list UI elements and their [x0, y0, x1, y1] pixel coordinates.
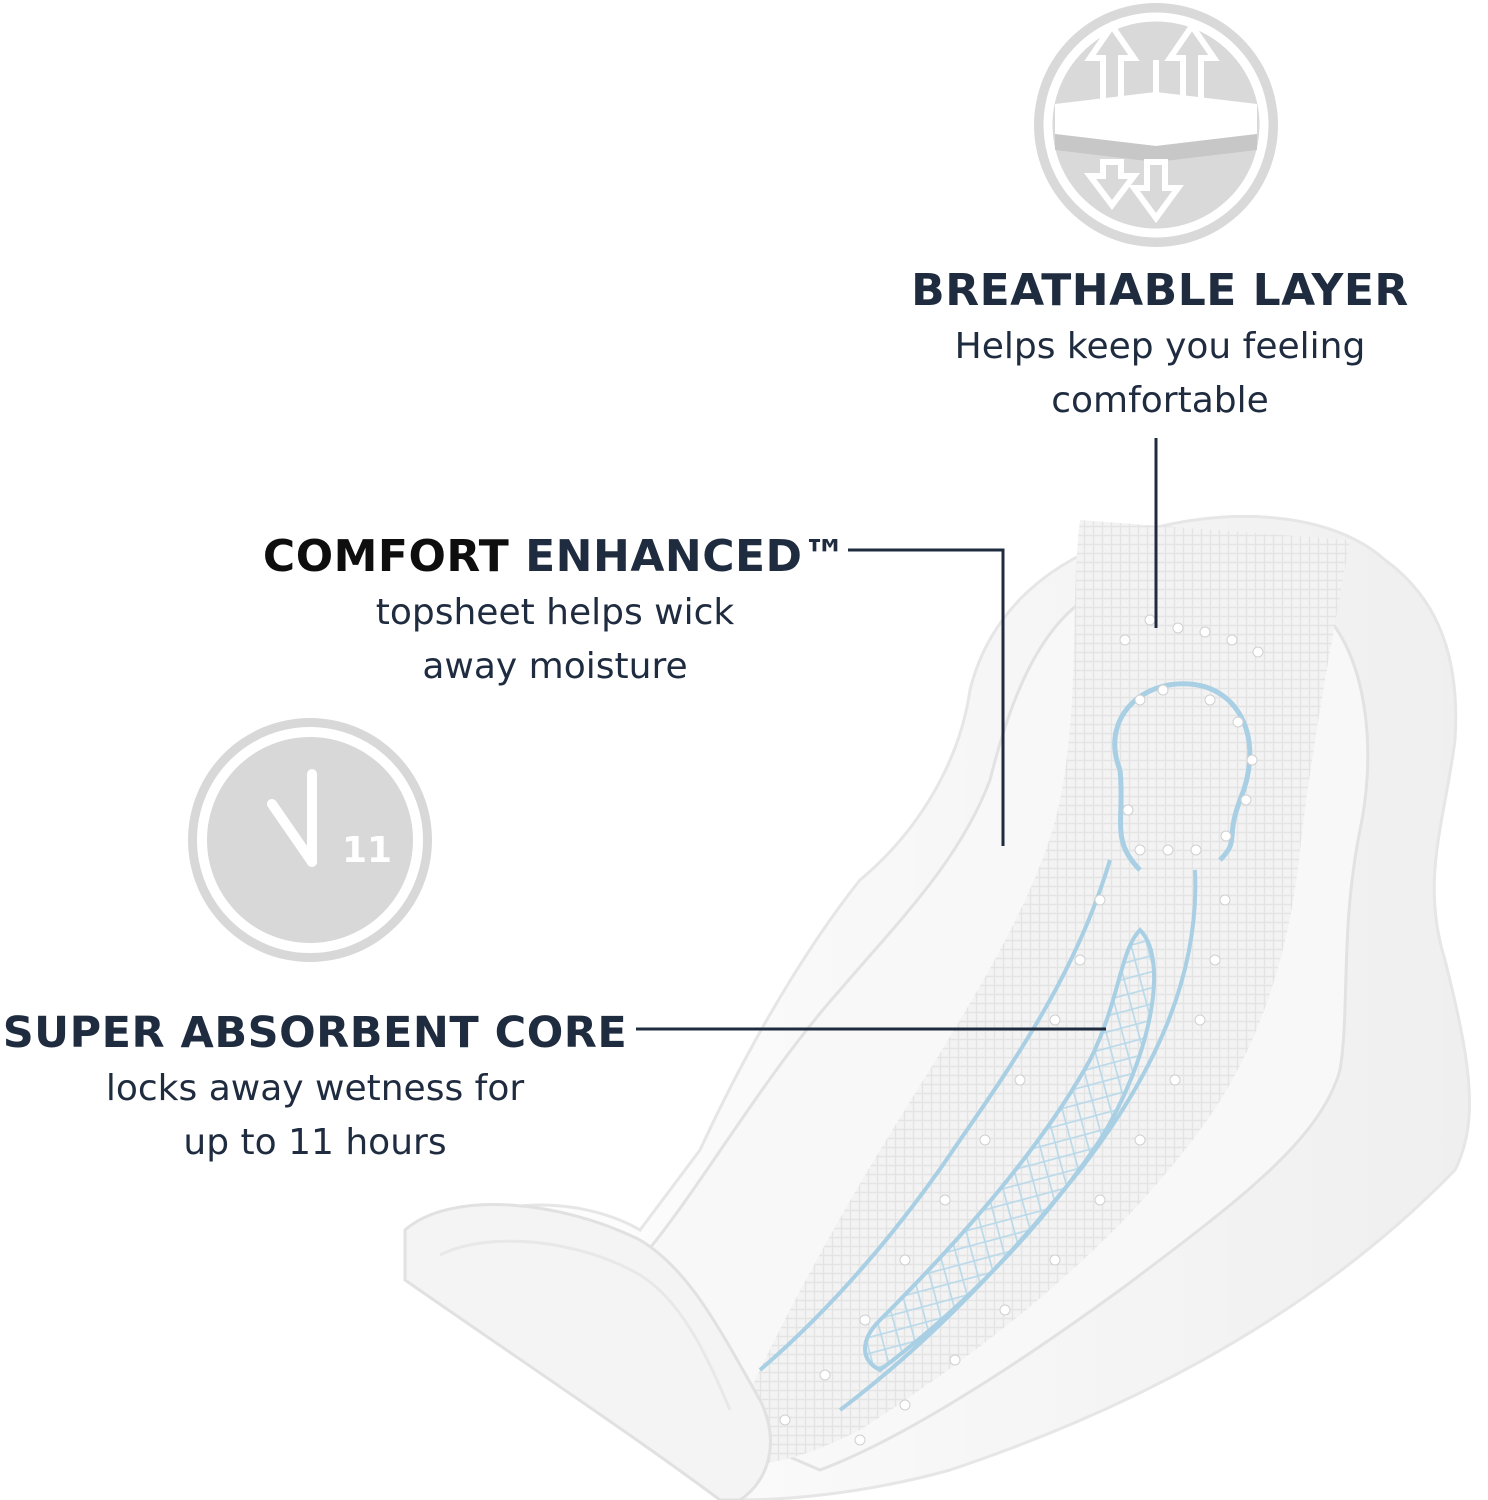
sanitary-pad — [403, 514, 1471, 1500]
callout-leader-lines — [636, 438, 1158, 1031]
comfort-title-part-1: COMFORT — [262, 531, 510, 582]
breathable-layer-line-1: Helps keep you feeling — [954, 326, 1366, 367]
super-absorbent-core-callout: SUPER ABSORBENT CORE locks away wetness … — [0, 1004, 630, 1170]
comfort-enhanced-title: COMFORT ENHANCED™ — [230, 528, 880, 586]
comfort-leader-line — [848, 548, 1005, 846]
breathable-layer-line-2: comfortable — [1051, 380, 1269, 421]
clock-number: 11 — [342, 830, 392, 871]
super-absorbent-core-line-2: up to 11 hours — [183, 1122, 447, 1163]
comfort-enhanced-callout: COMFORT ENHANCED™ topsheet helps wick aw… — [230, 528, 880, 694]
breathable-layer-arrows-icon — [1034, 3, 1278, 247]
comfort-enhanced-line-2: away moisture — [422, 646, 688, 687]
super-absorbent-core-line-1: locks away wetness for — [105, 1068, 525, 1109]
comfort-enhanced-line-1: topsheet helps wick — [375, 592, 735, 633]
comfort-title-part-2: ENHANCED™ — [525, 531, 848, 582]
super-absorbent-core-title: SUPER ABSORBENT CORE — [2, 1008, 628, 1058]
clock-11-hours-icon: 11 — [188, 718, 432, 962]
breathable-layer-title: BREATHABLE LAYER — [911, 265, 1409, 316]
breathable-layer-callout: BREATHABLE LAYER Helps keep you feeling … — [880, 262, 1440, 428]
